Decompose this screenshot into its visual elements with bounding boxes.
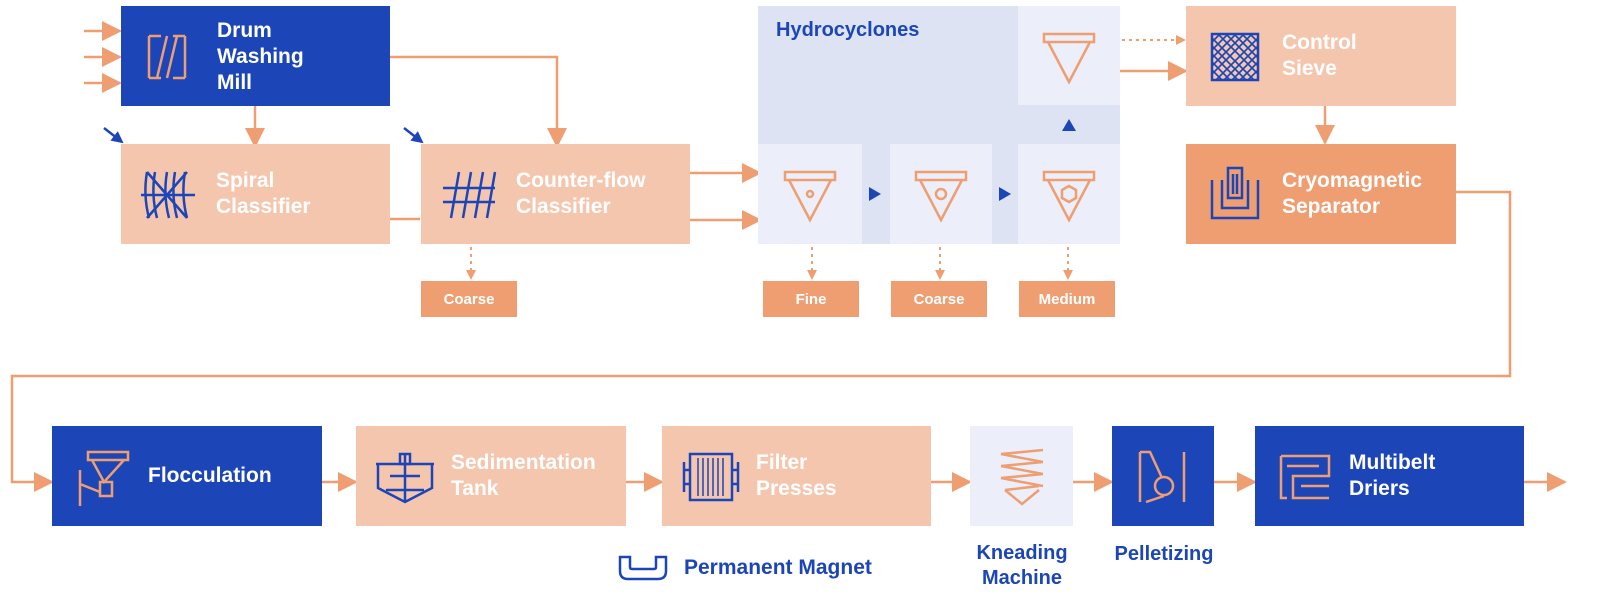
flow-triangle-icon	[999, 187, 1011, 201]
kneading-machine-node	[970, 426, 1073, 526]
output-medium-tag: Medium	[1019, 281, 1115, 317]
hydrocyclone-cell-2	[890, 144, 992, 244]
kneading-machine-label: Kneading Machine	[976, 542, 1068, 589]
flocculation-label: Flocculation	[148, 464, 272, 487]
sieve-icon	[1210, 32, 1260, 82]
permanent-magnet-label: Permanent Magnet	[684, 556, 872, 579]
control-sieve-node: Control Sieve	[1186, 6, 1456, 106]
flow-triangle-up-icon	[1062, 119, 1076, 131]
spiral-classifier-node: Spiral Classifier	[121, 144, 390, 244]
output-coarse-tag: Coarse	[421, 281, 517, 317]
hydrocyclone-cell-3	[1018, 144, 1120, 244]
magnet-icon	[618, 555, 668, 581]
sedimentation-tank-label: Sedimentation Tank	[451, 451, 596, 500]
tank-icon	[376, 452, 434, 504]
multibelt-driers-label: Multibelt Driers	[1349, 451, 1436, 500]
magnet-separator-icon	[1210, 166, 1260, 220]
flow-triangle-icon	[869, 187, 881, 201]
filter-presses-node: Filter Presses	[662, 426, 931, 526]
hydrocyclone-top-cell	[1018, 6, 1120, 105]
spiral-classifier-label: Spiral Classifier	[216, 169, 311, 218]
drum-icon	[147, 34, 187, 80]
control-sieve-label: Control Sieve	[1282, 31, 1357, 80]
cryomagnetic-separator-node: Cryomagnetic Separator	[1186, 144, 1456, 244]
output-fine-tag: Fine	[763, 281, 859, 317]
filter-icon	[682, 452, 740, 502]
hydrocyclone-cell-1	[758, 144, 862, 244]
spiral-icon	[141, 171, 195, 219]
pellet-icon	[1138, 450, 1186, 504]
cone-icon	[914, 170, 968, 223]
drum-washing-mill-label: Drum Washing Mill	[217, 19, 304, 94]
pelletizing-node	[1112, 426, 1214, 526]
drier-icon	[1279, 454, 1331, 500]
pelletizing-label: Pelletizing	[1114, 543, 1214, 565]
cryomagnetic-separator-label: Cryomagnetic Separator	[1282, 169, 1423, 218]
cone-icon	[1042, 170, 1096, 223]
drum-washing-mill-node: Drum Washing Mill	[121, 6, 390, 106]
flocculation-icon	[78, 450, 130, 506]
cone-icon	[1042, 32, 1096, 85]
counterflow-classifier-label: Counter-flow Classifier	[516, 169, 646, 218]
screw-icon	[1000, 448, 1044, 506]
hydrocyclones-title: Hydrocyclones	[776, 19, 920, 41]
counterflow-classifier-node: Counter-flow Classifier	[421, 144, 690, 244]
output-coarse-tag: Coarse	[891, 281, 987, 317]
flocculation-node: Flocculation	[52, 426, 322, 526]
multibelt-driers-node: Multibelt Driers	[1255, 426, 1524, 526]
filter-presses-label: Filter Presses	[756, 451, 837, 500]
counterflow-icon	[443, 171, 497, 219]
sedimentation-tank-node: Sedimentation Tank	[356, 426, 626, 526]
cone-icon	[783, 170, 837, 223]
